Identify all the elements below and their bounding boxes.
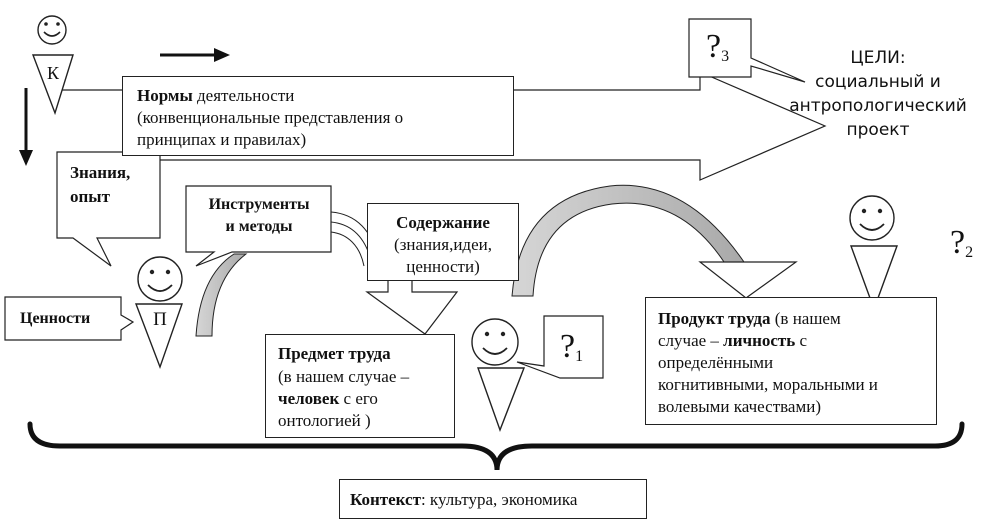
knowledge-line1: Знания,: [70, 163, 131, 182]
subject-box: Предмет труда (в нашем случае – человек …: [265, 334, 455, 438]
question-2-index: 2: [965, 244, 974, 261]
context-box: Контекст: культура, экономика: [339, 479, 647, 519]
tools-callout: [185, 185, 332, 267]
knowledge-callout: [56, 151, 161, 267]
product-down-arrow: [698, 261, 798, 299]
norms-line1: Нормы деятельности: [137, 85, 294, 107]
context-rest: : культура, экономика: [420, 490, 578, 509]
subject-line3-rest: с его: [339, 389, 378, 408]
norms-line2: (конвенциональные представления о: [137, 108, 404, 127]
right-arrow: [160, 48, 230, 62]
subject-title: Предмет труда: [278, 344, 391, 363]
goals-line4: проект: [846, 120, 910, 140]
product-line1: Продукт труда (в нашем: [658, 308, 841, 330]
subject-person: человек: [278, 389, 340, 408]
subject-line2: (в нашем случае –: [278, 367, 410, 386]
subject-line4: онтологией ): [278, 411, 371, 430]
down-arrow: [19, 88, 33, 166]
product-gray-arc: [511, 184, 745, 297]
content-box: Содержание (знания,идеи, ценности): [367, 203, 519, 281]
context-brace: [27, 421, 965, 471]
product-title-rest: (в нашем: [770, 309, 841, 328]
right-person: [849, 195, 899, 312]
norms-box: Нормы деятельности (конвенциональные пре…: [122, 76, 514, 156]
question-1-index: 1: [575, 348, 584, 365]
question-1-mark: ?: [560, 328, 576, 365]
content-line2: (знания,идеи,: [394, 235, 492, 254]
product-personality: личность: [723, 331, 796, 350]
context-label: Контекст: [350, 490, 421, 509]
goals-line2: социальный и: [815, 72, 941, 92]
q1-callout: [516, 315, 604, 379]
norms-line3: принципах и правилах): [137, 130, 307, 149]
tools-line1: Инструменты: [208, 196, 310, 213]
content-title: Содержание: [396, 213, 490, 232]
product-box: Продукт труда (в нашем случае – личность…: [645, 297, 937, 425]
student-figure: [134, 256, 183, 370]
student-letter: П: [153, 309, 167, 330]
middle-person: [471, 318, 526, 433]
goals-text: ЦЕЛИ: социальный и антропологический про…: [780, 46, 976, 142]
product-line2-post: с: [795, 331, 808, 350]
question-1: ?1: [560, 330, 583, 374]
subject-line3: человек с его: [278, 388, 378, 410]
product-line3: определёнными: [658, 353, 774, 372]
product-line4: когнитивными, моральными и: [658, 375, 878, 394]
question-3-mark: ?: [706, 28, 722, 65]
teacher-letter: К: [46, 63, 59, 83]
content-line3: ценности): [406, 257, 480, 276]
tools-gray-arc: [195, 253, 248, 337]
question-3-index: 3: [721, 48, 730, 65]
context-text: Контекст: культура, экономика: [350, 489, 577, 511]
goals-line3: антропологический: [789, 96, 967, 116]
question-2: ?2: [950, 226, 973, 270]
values-label: Ценности: [20, 310, 91, 327]
question-2-mark: ?: [950, 224, 966, 261]
values-callout: [4, 296, 135, 341]
product-line2: случае – личность с: [658, 330, 807, 352]
teacher-figure: [31, 15, 74, 116]
product-line5: волевыми качествами): [658, 397, 821, 416]
norms-title-rest: деятельности: [192, 86, 295, 105]
norms-title: Нормы: [137, 86, 193, 105]
content-down-arrow: [365, 279, 459, 335]
product-title: Продукт труда: [658, 309, 771, 328]
q3-callout: [688, 18, 806, 83]
question-3: ?3: [706, 30, 729, 74]
tools-line2: и методы: [225, 218, 293, 235]
goals-line1: ЦЕЛИ:: [850, 48, 906, 68]
product-line2-pre: случае –: [658, 331, 724, 350]
knowledge-line2: опыт: [70, 187, 110, 206]
